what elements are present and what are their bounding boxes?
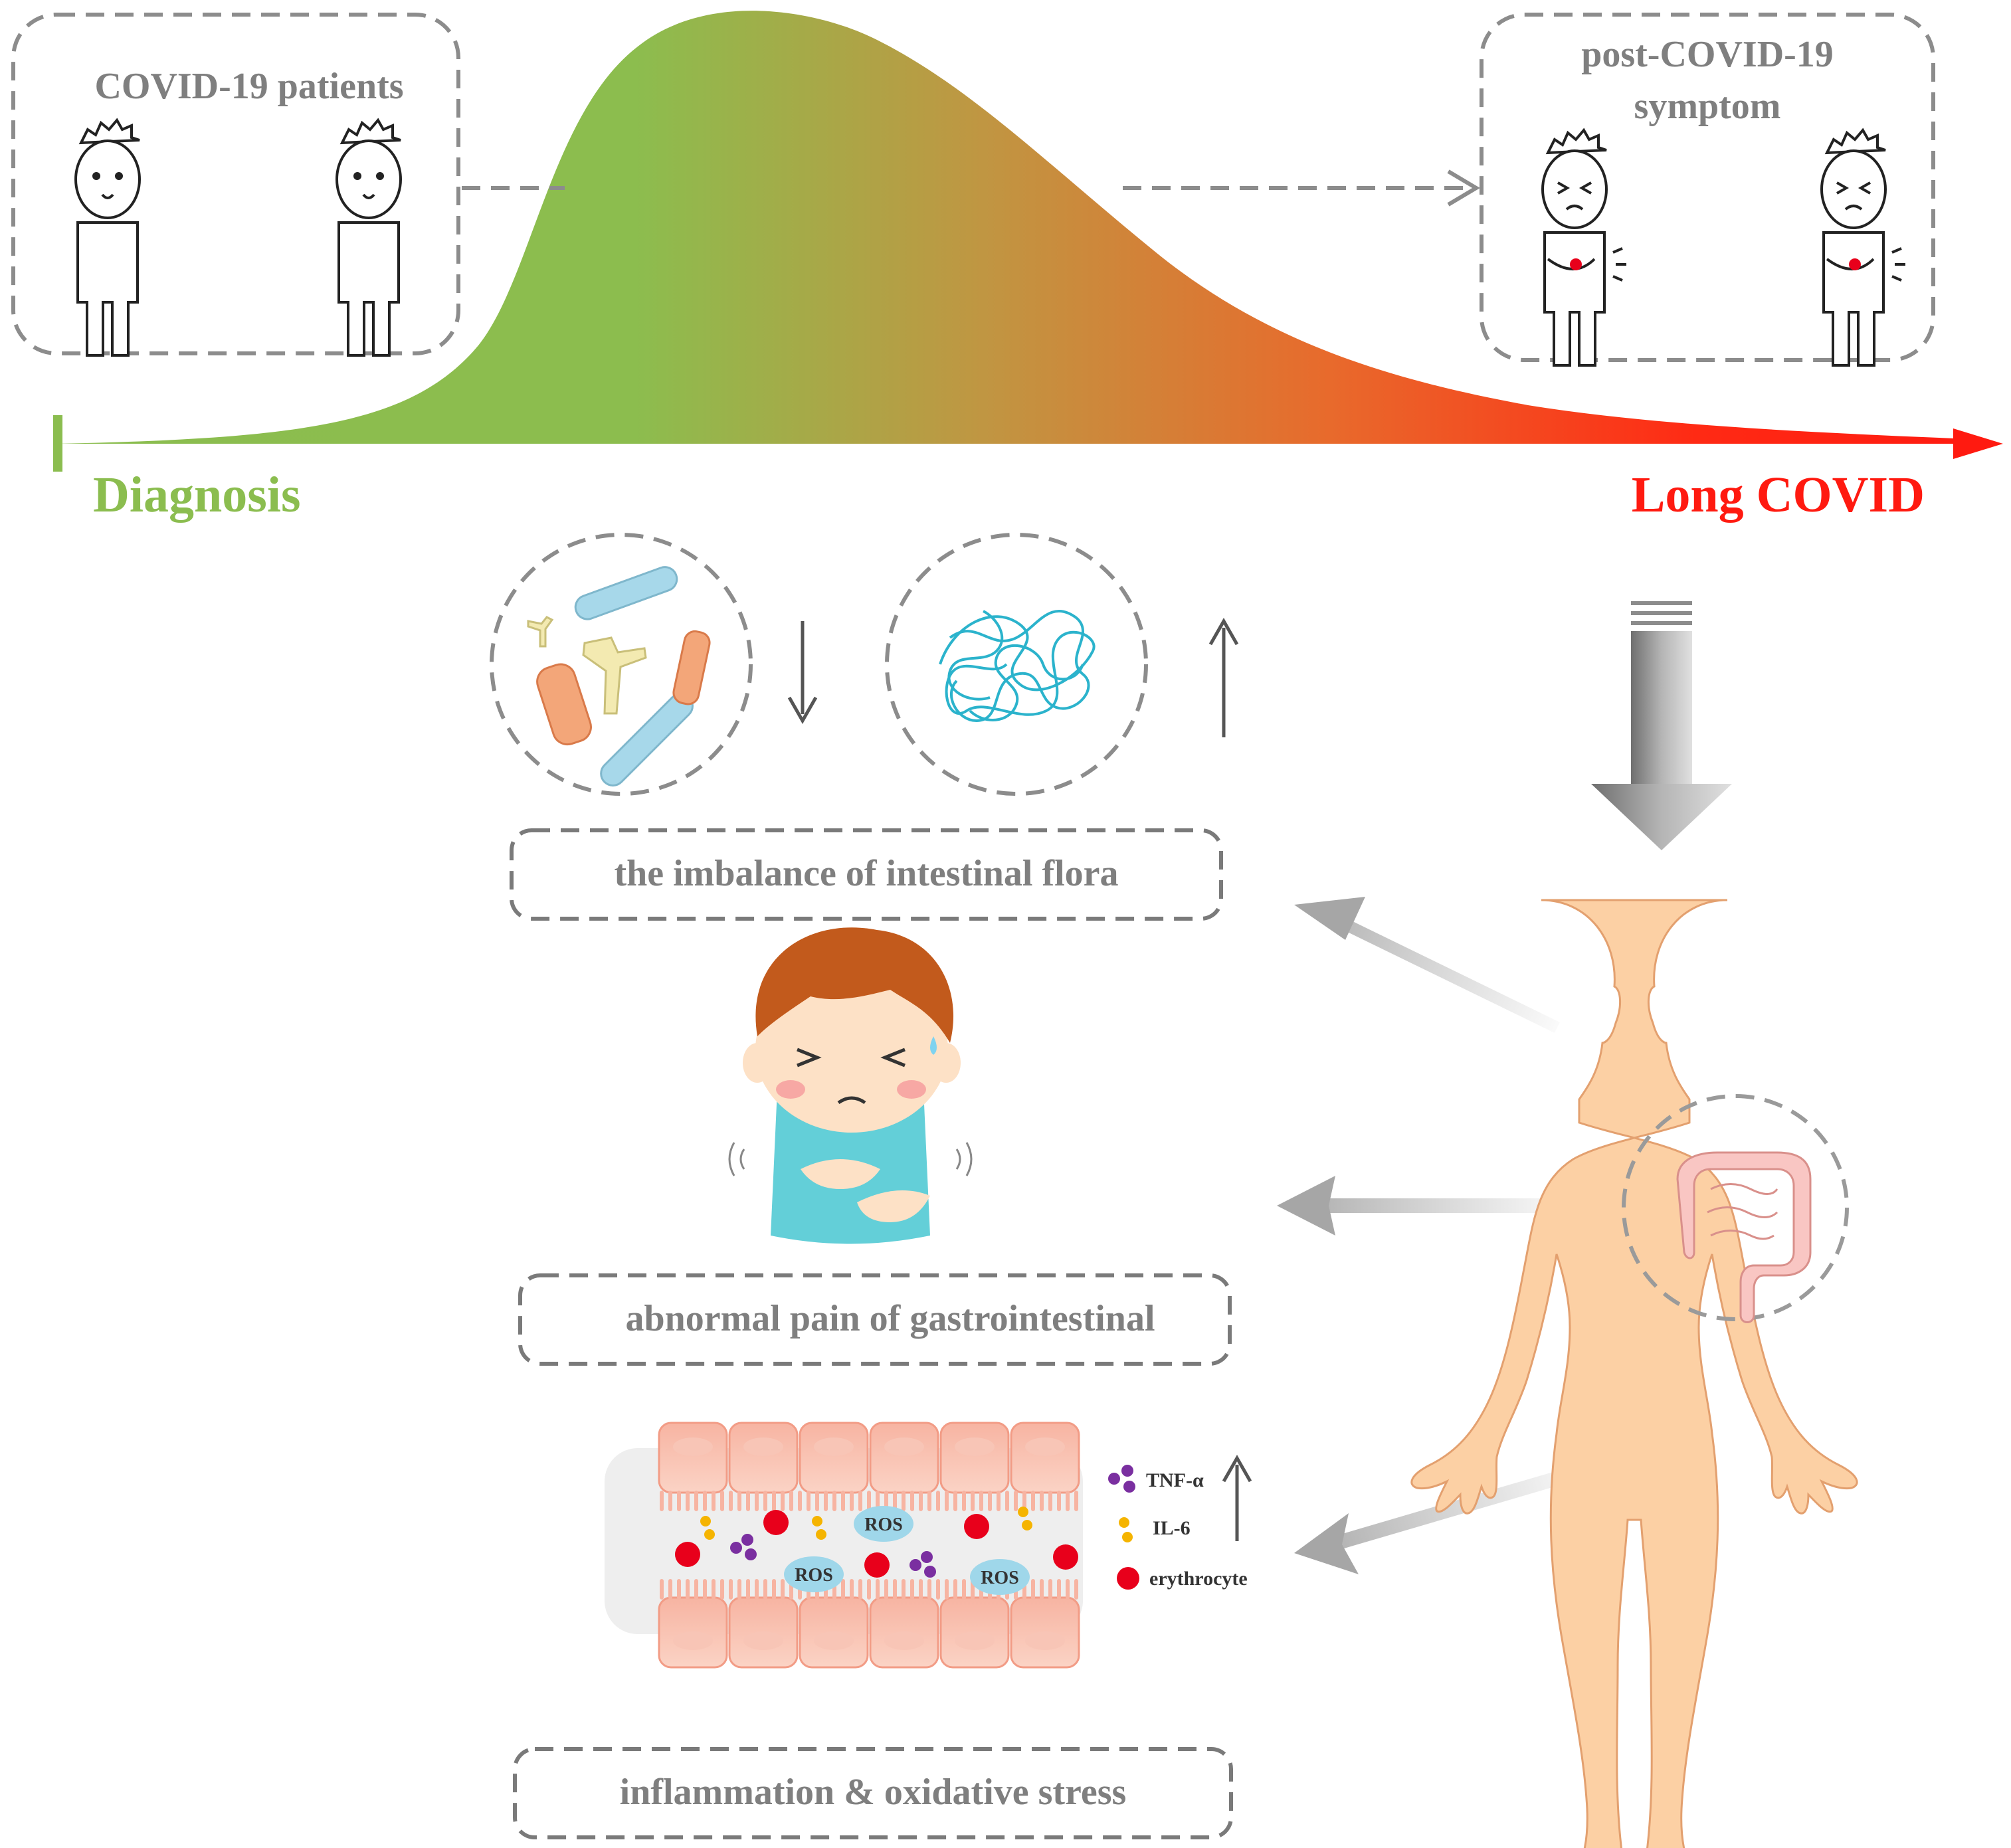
erythrocyte (964, 1514, 989, 1539)
il6-molecule (700, 1516, 715, 1540)
flora-imbalance-label: the imbalance of intestinal flora (614, 853, 1118, 894)
bacteria-spiky-icon (536, 663, 592, 746)
bacteria-rod-icon (574, 566, 678, 620)
cell-nucleus (884, 1437, 924, 1456)
intestine-icon (1676, 1151, 1812, 1323)
hair (755, 927, 954, 1043)
tnf-alpha-molecule (910, 1551, 936, 1578)
legend-il6-label: IL-6 (1153, 1517, 1191, 1539)
gut-highlight-circle (1622, 1094, 1849, 1321)
healthy-patient-figure (335, 118, 402, 357)
decrease-arrow-icon (787, 621, 818, 725)
tangled-bacteria-icon (939, 609, 1096, 723)
blush (776, 1080, 805, 1099)
cell-nucleus (1025, 1437, 1065, 1456)
erythrocyte (675, 1542, 700, 1567)
patients-box-title: COVID-19 patients (94, 66, 403, 107)
bacteria-y-shape-icon (582, 636, 647, 715)
ros-label: ROS (795, 1565, 833, 1586)
ear (743, 1043, 772, 1083)
legend-increase-arrow-icon (1222, 1454, 1252, 1541)
erythrocyte (864, 1552, 890, 1578)
intestinal-epithelium-illustration: ROS ROS ROS (605, 1422, 1252, 1669)
connector-arrowhead-icon (1447, 169, 1480, 207)
sick-patient-figure (1541, 128, 1626, 367)
post-covid-symptom-box: post-COVID-19 symptom (1480, 13, 1935, 367)
cell-nucleus (673, 1631, 713, 1650)
ros-label: ROS (981, 1568, 1019, 1588)
cell-nucleus (673, 1437, 713, 1456)
inflammation-label: inflammation & oxidative stress (620, 1772, 1127, 1813)
legend-tnf-icon (1108, 1465, 1135, 1493)
infection-curve (56, 11, 1986, 444)
ros-label: ROS (864, 1515, 903, 1535)
legend-il6-icon (1119, 1517, 1133, 1542)
il6-molecule (812, 1516, 826, 1540)
pathogenic-bacteria-circle (885, 533, 1148, 796)
bacteria-y-shape-icon (527, 616, 554, 648)
erythrocyte (1053, 1544, 1078, 1570)
ros-molecule: ROS (970, 1559, 1030, 1595)
arrow-to-flora-icon (1294, 897, 1560, 1033)
body-silhouette (1410, 899, 1858, 1848)
cell-nucleus (955, 1631, 995, 1650)
arrow-to-pain-icon (1277, 1176, 1541, 1236)
beneficial-bacteria-circle (490, 533, 753, 796)
erythrocyte (763, 1510, 789, 1535)
cell-nucleus (1025, 1631, 1065, 1650)
frown-mouth (837, 1096, 866, 1105)
legend-erythrocyte-label: erythrocyte (1149, 1568, 1248, 1590)
hand (801, 1159, 880, 1189)
gastrointestinal-pain-label: abnormal pain of gastrointestinal (625, 1298, 1155, 1339)
cell-nucleus (884, 1631, 924, 1650)
epithelial-cell (1010, 1422, 1080, 1494)
il6-molecule (1018, 1507, 1032, 1530)
healthy-patient-figure (74, 118, 141, 357)
post-box-border (1480, 13, 1935, 362)
stomach-pain-child-illustration (728, 927, 973, 1244)
post-box-title-line1: post-COVID-19 (1581, 34, 1834, 75)
cell-nucleus (814, 1631, 854, 1650)
legend-erythrocyte-icon (1117, 1567, 1139, 1590)
epithelial-cell (799, 1422, 869, 1494)
bacteria-spiky-icon (672, 630, 711, 705)
blush (897, 1080, 926, 1099)
increase-arrow-icon (1208, 617, 1239, 737)
cell-nucleus (814, 1437, 854, 1456)
ros-molecule: ROS (854, 1506, 913, 1542)
lower-cell-row (658, 1596, 1080, 1669)
hand (857, 1190, 930, 1222)
long-covid-label: Long COVID (1632, 467, 1925, 523)
diagnosis-label: Diagnosis (93, 467, 301, 523)
epithelial-cell (869, 1422, 939, 1494)
cell-nucleus (743, 1437, 783, 1456)
epithelial-cell (728, 1422, 799, 1494)
cell-nucleus (955, 1437, 995, 1456)
flora-imbalance-box: the imbalance of intestinal flora (510, 828, 1223, 921)
covid-patients-box: COVID-19 patients (11, 13, 460, 357)
patients-box-border (11, 13, 460, 355)
timeline-arrowhead (1953, 428, 2003, 459)
post-box-title-line2: symptom (1634, 86, 1781, 127)
timeline: Diagnosis Long COVID (53, 11, 2003, 523)
epithelial-cell (939, 1422, 1010, 1494)
legend-tnf-label: TNF-α (1146, 1469, 1204, 1491)
sweat-drop-icon (930, 1036, 937, 1055)
ros-molecule: ROS (784, 1556, 844, 1592)
tnf-alpha-molecule (730, 1534, 757, 1560)
human-body-figure (1410, 899, 1858, 1848)
cell-nucleus (743, 1631, 783, 1650)
sick-patient-figure (1820, 128, 1905, 367)
legend: TNF-α IL-6 erythrocyte (1108, 1454, 1252, 1590)
upper-cell-row (658, 1422, 1080, 1494)
timeline-start-tick (53, 415, 62, 472)
gastrointestinal-pain-box: abnormal pain of gastrointestinal (518, 1273, 1232, 1366)
inflammation-oxidative-stress-box: inflammation & oxidative stress (513, 1747, 1233, 1839)
downward-arrow-icon (1591, 601, 1732, 850)
squint-eye-icon (797, 1048, 906, 1067)
shake-lines-icon (728, 1142, 973, 1176)
ear (931, 1043, 961, 1083)
epithelial-cell (658, 1422, 728, 1494)
